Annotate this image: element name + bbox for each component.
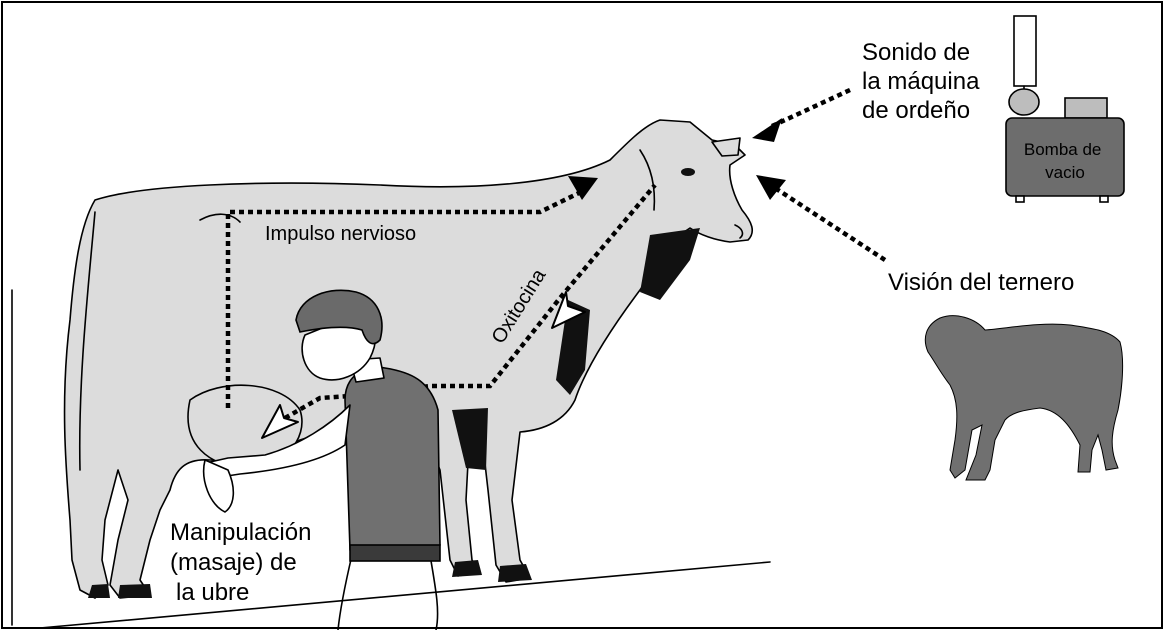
pump-body (1005, 117, 1125, 197)
nerve-impulse-path (225, 176, 598, 408)
person-leg (337, 554, 353, 630)
nerve-impulse-label: Impulso nervioso (265, 223, 416, 245)
nerve-impulse-dots (225, 187, 586, 408)
oxytocin-path (261, 183, 657, 439)
milking-sound-line-3: de ordeño (862, 97, 970, 124)
vision-arrow (756, 175, 887, 262)
cow-spot (556, 300, 590, 395)
cow-muzzle (734, 224, 744, 239)
person-hair (295, 289, 383, 345)
oxytocin-dots (283, 183, 657, 420)
cow-body (63, 119, 754, 599)
cow-spot (452, 408, 488, 470)
sound-arrow (752, 87, 851, 142)
udder-massage-label: Manipulación (masaje) de la ubre (170, 519, 318, 606)
oxytocin-arrowhead-neck (551, 291, 586, 329)
pump-foot (1099, 195, 1109, 203)
vision-arrow-dots (770, 184, 887, 262)
vacuum-pump-line-2: vacio (1045, 163, 1085, 182)
cow-hoof (498, 564, 532, 582)
vision-arrowhead (756, 175, 786, 200)
oxytocin-arrowhead-udder (261, 404, 299, 439)
nerve-impulse-arrowhead (568, 176, 598, 200)
floor-line (39, 561, 771, 629)
pump-pipe (1013, 15, 1037, 87)
milking-sound-line-1: Sonido de (862, 39, 970, 66)
cow-neck-line (639, 149, 656, 211)
udder-massage-line-1: Manipulación (170, 519, 311, 546)
vacuum-pump (1005, 15, 1125, 203)
udder-massage-line-3: la ubre (176, 579, 249, 606)
cow (63, 119, 754, 599)
person-shirt (344, 366, 441, 556)
cow-hoof (118, 584, 152, 598)
pump-foot (1015, 195, 1025, 203)
milking-sound-label: Sonido de la máquina de ordeño (862, 39, 986, 124)
person-leg (429, 554, 439, 630)
vacuum-pump-line-1: Bomba de (1024, 140, 1102, 159)
sound-arrowhead (752, 118, 782, 142)
person-belt (349, 544, 441, 562)
calf-silhouette (924, 315, 1124, 481)
person-hand (202, 459, 235, 513)
milker-person (202, 289, 441, 630)
milking-sound-line-2: la máquina (862, 68, 980, 95)
cow-hoof (88, 584, 110, 598)
cow-hoof (452, 560, 482, 577)
cow-eye (681, 168, 695, 176)
vacuum-pump-label: Bomba de vacio (1024, 140, 1106, 182)
udder-massage-line-2: (masaje) de (170, 549, 297, 576)
pump-lid (1064, 97, 1108, 119)
sound-arrow-dots (769, 87, 851, 130)
calf-vision-label: Visión del ternero (888, 269, 1074, 296)
cow-hip-line (199, 213, 241, 223)
cow-spot (640, 228, 700, 300)
cow-tail (78, 211, 96, 471)
cow-ear (711, 137, 741, 157)
pump-motor (1008, 88, 1040, 116)
